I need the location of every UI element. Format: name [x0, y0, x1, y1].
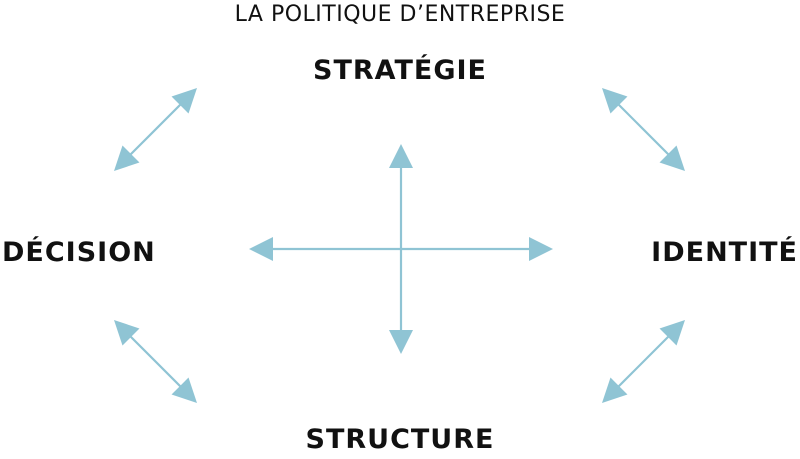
arrow-strategie-identite-head-start	[602, 88, 628, 114]
node-strategie: STRATÉGIE	[313, 55, 487, 86]
arrow-decision-strategie-shaft	[127, 101, 184, 158]
arrow-strategie-identite-head-end	[659, 145, 685, 171]
arrow-center-left-head	[249, 237, 273, 261]
node-structure: STRUCTURE	[305, 424, 495, 455]
diagram-title: LA POLITIQUE D’ENTREPRISE	[234, 2, 566, 27]
arrow-structure-identite-shaft	[615, 333, 672, 390]
node-identite: IDENTITÉ	[651, 237, 798, 268]
arrow-decision-strategie-head-end	[171, 88, 197, 114]
arrow-strategie-identite-shaft	[615, 101, 672, 158]
arrow-decision-structure-shaft	[127, 333, 184, 390]
arrow-center-down-head	[389, 330, 413, 354]
arrow-decision-structure-head-start	[114, 320, 140, 346]
node-decision: DÉCISION	[2, 237, 156, 268]
arrow-decision-structure-head-end	[171, 377, 197, 403]
arrow-center-up-head	[389, 144, 413, 168]
arrow-structure-identite-head-start	[602, 377, 628, 403]
arrow-decision-strategie-head-start	[114, 145, 140, 171]
arrow-structure-identite-head-end	[659, 320, 685, 346]
arrow-center-right-head	[529, 237, 553, 261]
